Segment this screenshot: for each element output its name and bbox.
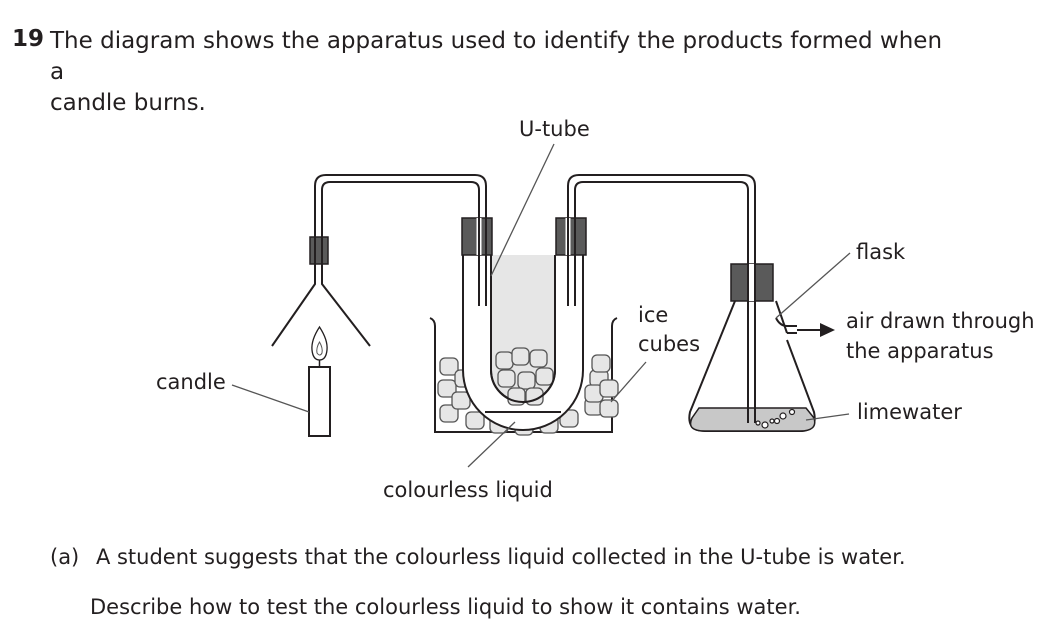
- flask-leader: [775, 252, 851, 319]
- ice-cube: [535, 367, 554, 386]
- funnel-bung: [309, 236, 329, 265]
- ice-cube: [591, 354, 611, 373]
- ice-cube: [497, 369, 516, 388]
- part-a-statement: A student suggests that the colourless l…: [95, 545, 906, 569]
- right-delivery-tube-inner: [574, 181, 749, 420]
- label-air-line-2: the apparatus: [846, 339, 994, 363]
- bubbles: [755, 408, 796, 429]
- label-flask: flask: [856, 240, 906, 264]
- part-a: (a) A student suggests that the colourle…: [50, 545, 906, 569]
- ice-cube: [599, 379, 619, 398]
- left-delivery-tube-outer: [314, 174, 487, 306]
- u-tube-right-bung: [555, 217, 587, 256]
- left-delivery-tube-inner: [321, 181, 480, 306]
- ice-cube: [517, 371, 536, 390]
- part-a-instruction: Describe how to test the colourless liqu…: [90, 595, 801, 619]
- ice-cube: [437, 379, 457, 398]
- ice-cube: [439, 404, 459, 423]
- ice-cube: [529, 349, 548, 368]
- ice-cube: [495, 351, 514, 370]
- question-stem-line-2: candle burns.: [50, 90, 206, 116]
- ice-cubes-inner: [495, 347, 554, 406]
- ice-cube: [511, 347, 530, 366]
- label-ice-line-2: cubes: [638, 332, 701, 356]
- candle-leader: [231, 384, 310, 413]
- right-delivery-tube-outer: [567, 174, 756, 420]
- question-stem: The diagram shows the apparatus used to …: [50, 26, 950, 119]
- label-air-line-1: air drawn through: [846, 309, 1035, 333]
- label-candle: candle: [156, 370, 226, 394]
- ice-cube: [599, 399, 619, 418]
- colourless-liquid-leader: [467, 421, 516, 468]
- candle: [308, 366, 331, 437]
- label-limewater: limewater: [857, 400, 962, 424]
- question-stem-line-1: The diagram shows the apparatus used to …: [50, 28, 943, 85]
- label-colourless-liquid: colourless liquid: [383, 478, 553, 502]
- label-u-tube: U-tube: [519, 117, 590, 141]
- question-number: 19: [12, 26, 45, 52]
- ice-cube: [439, 357, 459, 376]
- u-tube-leader: [490, 143, 555, 277]
- ice-cube: [465, 411, 485, 430]
- part-a-label: (a): [50, 545, 80, 569]
- limewater-leader: [805, 413, 850, 421]
- limewater: [689, 407, 816, 432]
- funnel: [271, 262, 371, 347]
- label-ice-line-1: ice: [638, 303, 669, 327]
- ice-leader: [610, 361, 647, 403]
- flask-side-arm: [775, 317, 797, 334]
- air-flow-arrow-head: [820, 323, 835, 337]
- candle-flame-icon: [311, 325, 328, 361]
